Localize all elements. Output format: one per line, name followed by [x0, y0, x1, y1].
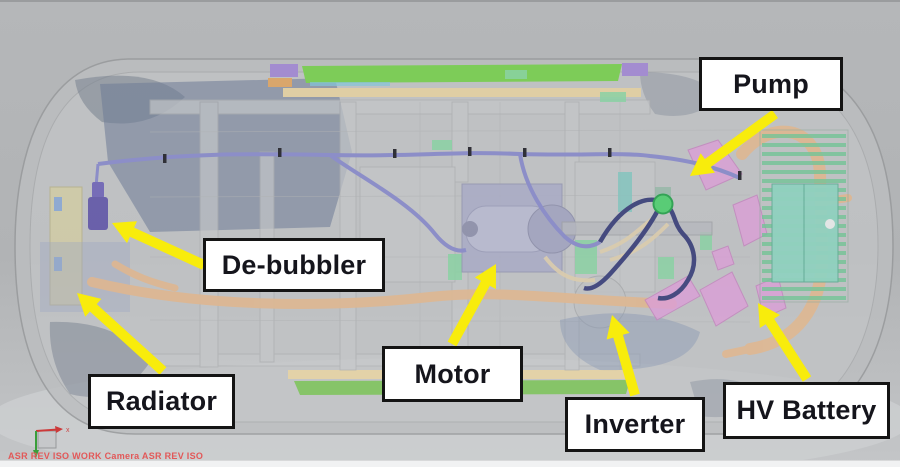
pump-geometry[interactable]: [652, 187, 674, 215]
callout-debubbler: De-bubbler: [203, 238, 385, 292]
callout-radiator: Radiator: [88, 374, 235, 429]
rocker-sill-top: [268, 63, 648, 97]
orientation-triad[interactable]: x: [33, 426, 70, 458]
triad-x-axis-label: x: [66, 427, 70, 434]
hv-battery-arrow: [758, 303, 812, 382]
radiator-arrow: [77, 293, 167, 375]
callout-motor-label: Motor: [414, 358, 491, 389]
bottom-strip: [0, 460, 900, 467]
callout-pump-label: Pump: [733, 68, 809, 99]
callout-pump: Pump: [699, 57, 843, 111]
green-brackets: [432, 70, 712, 280]
status-bar-text: ASR REV ISO WORK Camera ASR REV ISO: [8, 451, 204, 461]
inverter-arrow: [606, 315, 640, 397]
debubbler-geometry[interactable]: [88, 182, 108, 230]
rear-floor-pan: [560, 313, 700, 371]
callout-hv-battery: HV Battery: [723, 382, 890, 439]
debubbler-arrow: [112, 221, 207, 270]
callout-hv-battery-label: HV Battery: [736, 395, 877, 425]
callout-motor: Motor: [382, 346, 523, 402]
harness-clips: [163, 147, 742, 180]
callout-debubbler-label: De-bubbler: [221, 249, 367, 280]
pump-arrow: [690, 110, 778, 176]
callout-inverter-label: Inverter: [584, 409, 686, 439]
vehicle-underbody-model[interactable]: [14, 58, 894, 435]
callout-arrows: [77, 110, 812, 397]
radiator-geometry[interactable]: [40, 186, 130, 312]
callout-radiator-label: Radiator: [105, 386, 218, 416]
callout-inverter: Inverter: [565, 397, 705, 452]
hv-battery-geometry[interactable]: [759, 129, 849, 303]
motor-arrow: [447, 264, 496, 347]
